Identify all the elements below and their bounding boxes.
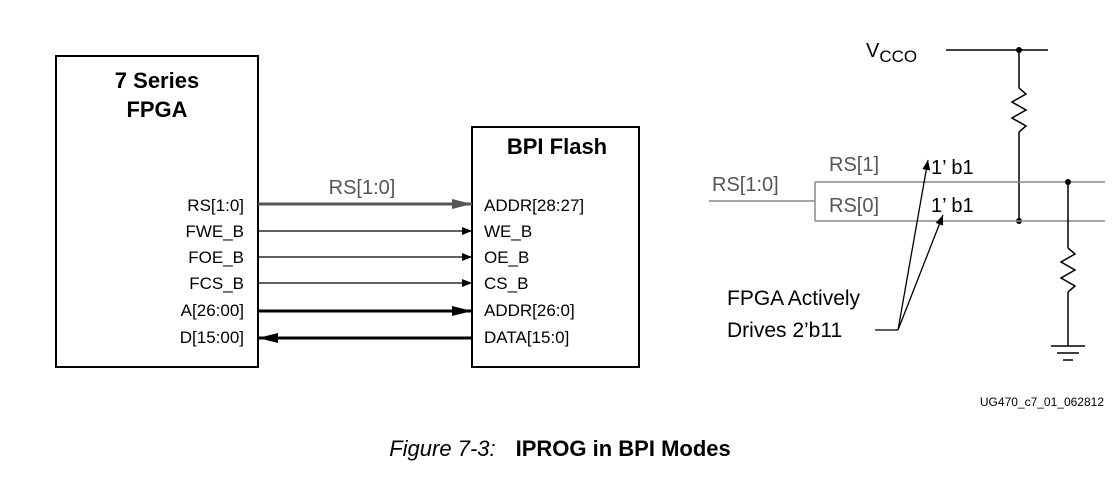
note-line2: Drives 2’b11 xyxy=(727,319,842,342)
fpga-pin-fcs: FCS_B xyxy=(189,274,244,293)
fpga-block xyxy=(55,55,259,368)
rs-bus-right-label: RS[1:0] xyxy=(712,174,779,196)
reference-code: UG470_c7_01_062812 xyxy=(980,395,1104,409)
fpga-title-line2: FPGA xyxy=(126,97,187,122)
caption-number: Figure 7-3: xyxy=(389,436,495,461)
fpga-title-line1: 7 Series xyxy=(115,68,199,93)
flash-pin-addr-lo: ADDR[26:0] xyxy=(484,301,575,320)
flash-pin-oe: OE_B xyxy=(484,248,529,267)
pulldown-resistor xyxy=(1059,247,1077,293)
pullup-resistor xyxy=(1010,87,1028,133)
vcco-label: VCCO xyxy=(866,40,917,66)
note-arrow-rs1 xyxy=(897,159,931,331)
rs-bus-label: RS[1:0] xyxy=(329,177,396,199)
note-line1: FPGA Actively xyxy=(727,287,861,310)
fpga-pin-addr: A[26:00] xyxy=(181,301,244,320)
figure-caption: Figure 7-3: IPROG in BPI Modes xyxy=(389,436,731,461)
flash-pin-addr-hi: ADDR[28:27] xyxy=(484,196,584,215)
rs1-label: RS[1] xyxy=(829,154,879,176)
flash-block xyxy=(471,126,640,368)
fpga-pin-foe: FOE_B xyxy=(188,248,244,267)
fpga-pin-fwe: FWE_B xyxy=(185,222,244,241)
fpga-pin-rs: RS[1:0] xyxy=(187,196,244,215)
flash-title: BPI Flash xyxy=(507,134,607,159)
flash-pin-we: WE_B xyxy=(484,222,532,241)
caption-title: IPROG in BPI Modes xyxy=(516,436,731,461)
flash-pin-cs: CS_B xyxy=(484,274,528,293)
note-arrow-rs0 xyxy=(897,214,944,331)
rs0-label: RS[0] xyxy=(829,195,879,217)
fpga-pin-data: D[15:00] xyxy=(180,328,244,347)
rs0-value: 1’ b1 xyxy=(931,195,974,217)
flash-pin-data: DATA[15:0] xyxy=(484,328,569,347)
rs1-value: 1’ b1 xyxy=(931,157,974,179)
